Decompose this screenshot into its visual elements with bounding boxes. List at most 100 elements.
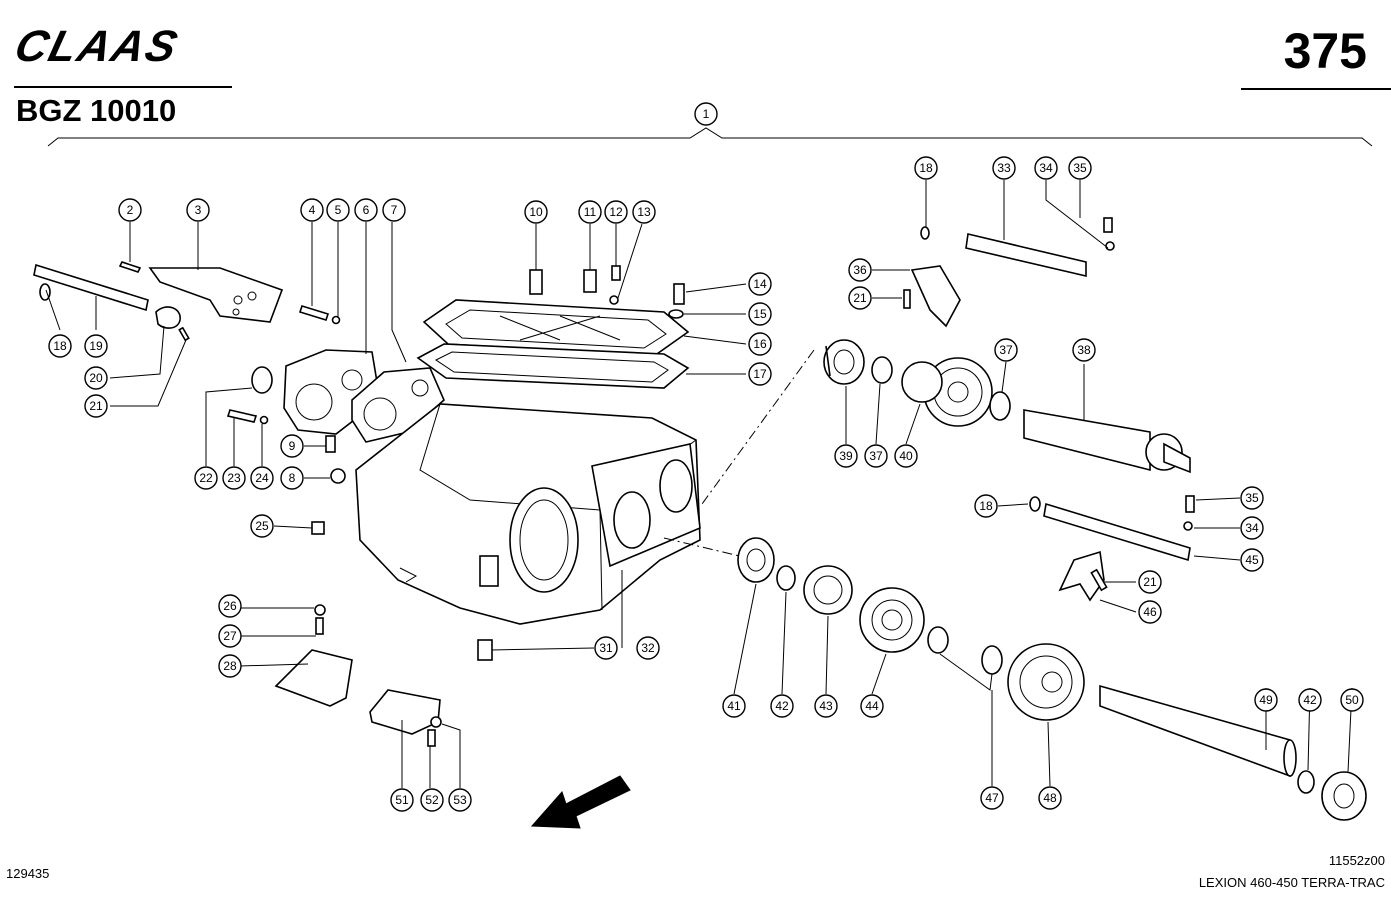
svg-text:23: 23 [227,471,241,485]
svg-text:7: 7 [391,203,398,217]
callout-33[interactable]: 33 [992,156,1016,180]
svg-text:21: 21 [853,291,867,305]
callout-43[interactable]: 43 [814,694,838,718]
callout-12[interactable]: 12 [604,200,628,224]
svg-text:24: 24 [255,471,269,485]
svg-text:41: 41 [727,699,741,713]
svg-text:1: 1 [703,107,710,121]
callout-10[interactable]: 10 [524,200,548,224]
callout-36[interactable]: 36 [848,258,872,282]
callout-22[interactable]: 22 [194,466,218,490]
gear-46-drawing [1007,643,1085,721]
callout-6[interactable]: 6 [354,198,378,222]
svg-text:43: 43 [819,699,833,713]
svg-text:10: 10 [529,205,543,219]
callout-44[interactable]: 44 [860,694,884,718]
svg-text:48: 48 [1043,791,1057,805]
cover-51-drawing [369,689,442,747]
callout-34-top[interactable]: 34 [1034,156,1058,180]
callout-18-top[interactable]: 18 [914,156,938,180]
svg-text:16: 16 [753,337,767,351]
callout-20[interactable]: 20 [84,366,108,390]
bracket-3-drawing [118,261,284,323]
shift-rail-47-drawing [1029,495,1195,602]
callout-24[interactable]: 24 [250,466,274,490]
assembly-code: BGZ 10010 [16,93,177,128]
callout-7[interactable]: 7 [382,198,406,222]
callout-16[interactable]: 16 [748,332,772,356]
svg-text:31: 31 [599,641,613,655]
callout-11[interactable]: 11 [578,200,602,224]
callout-38[interactable]: 38 [1072,338,1096,362]
callout-50[interactable]: 50 [1340,688,1364,712]
svg-text:20: 20 [89,371,103,385]
callout-32b[interactable]: 32 [636,636,660,660]
page-number: 375 [1283,23,1367,79]
svg-text:42: 42 [1303,693,1317,707]
gear-44-drawing [859,587,925,653]
callout-4[interactable]: 4 [300,198,324,222]
callout-37-mid[interactable]: 37 [864,444,888,468]
callout-2[interactable]: 2 [118,198,142,222]
bearing-41-drawing [737,537,775,583]
callout-39[interactable]: 39 [834,444,858,468]
callout-3[interactable]: 3 [186,198,210,222]
callout-42-right[interactable]: 42 [1298,688,1322,712]
callout-51[interactable]: 51 [390,788,414,812]
callout-13[interactable]: 13 [632,200,656,224]
svg-text:12: 12 [609,205,623,219]
callout-41[interactable]: 41 [722,694,746,718]
callout-19[interactable]: 19 [84,334,108,358]
svg-text:44: 44 [865,699,879,713]
callout-17[interactable]: 17 [748,362,772,386]
model-name: LEXION 460-450 TERRA-TRAC [1198,875,1385,890]
callout-18-left[interactable]: 18 [48,334,72,358]
callout-45[interactable]: 47 [980,786,1004,810]
svg-text:28: 28 [223,659,237,673]
svg-text:32: 32 [641,641,655,655]
callout-23[interactable]: 23 [222,466,246,490]
callout-47[interactable]: 45 [1240,548,1264,572]
callout-37-top[interactable]: 37 [994,338,1018,362]
callout-26[interactable]: 26 [218,594,242,618]
callout-35-mid[interactable]: 35 [1240,486,1264,510]
circlip-42b-drawing [1297,770,1315,794]
fork-20-drawing [155,306,190,342]
callout-1[interactable]: 1 [694,102,718,126]
svg-text:34: 34 [1245,521,1259,535]
svg-text:18: 18 [979,499,993,513]
callout-21-top[interactable]: 21 [848,286,872,310]
callout-42-lower[interactable]: 42 [770,694,794,718]
callout-8[interactable]: 8 [280,466,304,490]
callout-46[interactable]: 48 [1038,786,1062,810]
callout-28[interactable]: 28 [218,654,242,678]
callout-25[interactable]: 25 [250,514,274,538]
callout-14[interactable]: 14 [748,272,772,296]
direction-arrow [530,775,631,829]
callout-40[interactable]: 40 [894,444,918,468]
callout-21-right[interactable]: 21 [1138,570,1162,594]
callout-31[interactable]: 31 [594,636,618,660]
footer-info: 11552z00 LEXION 460-450 TERRA-TRAC [1199,850,1385,894]
svg-text:5: 5 [335,203,342,217]
svg-text:47: 47 [985,791,999,805]
axis-line-upper [701,349,815,505]
callout-48[interactable]: 46 [1138,600,1162,624]
svg-text:35: 35 [1073,161,1087,175]
callout-49[interactable]: 49 [1254,688,1278,712]
svg-text:6: 6 [363,203,370,217]
callout-34-mid[interactable]: 34 [1240,516,1264,540]
callout-18-mid[interactable]: 18 [974,494,998,518]
callout-27[interactable]: 27 [218,624,242,648]
gear-43-drawing [803,565,853,615]
callout-9[interactable]: 9 [280,434,304,458]
callout-53[interactable]: 53 [448,788,472,812]
cover-16-drawing [422,299,690,357]
callout-5[interactable]: 5 [326,198,350,222]
callout-52[interactable]: 52 [420,788,444,812]
callout-15[interactable]: 15 [748,302,772,326]
svg-text:37: 37 [999,343,1013,357]
shift-rail-33-drawing [903,217,1115,328]
callout-35-top[interactable]: 35 [1068,156,1092,180]
callout-21-left[interactable]: 21 [84,394,108,418]
